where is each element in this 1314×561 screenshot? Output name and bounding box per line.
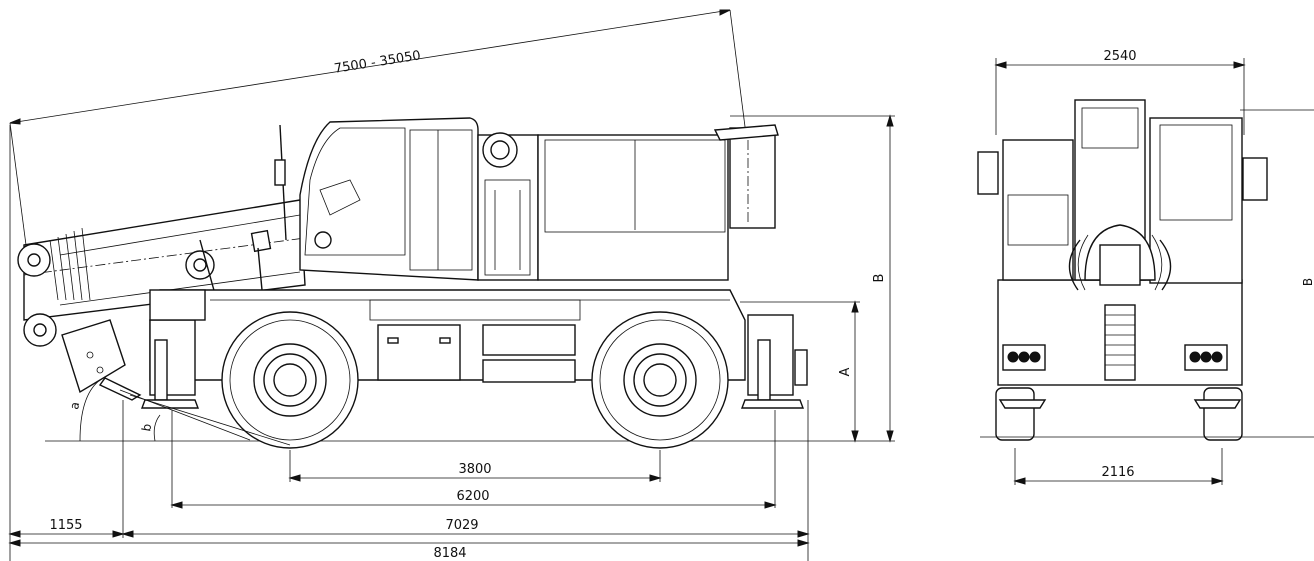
wheelbase-label: 3800 <box>458 462 491 477</box>
track-width-label: 2116 <box>1101 465 1134 480</box>
right-headlights <box>1184 344 1228 371</box>
boom-length-label: 7500 - 35050 <box>333 48 422 76</box>
left-tire <box>995 387 1035 441</box>
front-view: 2540 <box>977 49 1314 485</box>
front-height-dimension: B <box>1240 109 1314 286</box>
side-view: 7500 - 35050 <box>8 9 895 561</box>
front-overhang-label: 1155 <box>49 518 82 533</box>
front-wheel <box>221 311 359 449</box>
front-outrigger <box>140 289 206 409</box>
operator-cab <box>274 117 479 281</box>
approach-angle-label: a <box>67 401 82 411</box>
departure-angle-label: b <box>139 423 154 433</box>
engine-compartment <box>477 124 779 281</box>
body-length-label: 7029 <box>445 518 478 533</box>
right-tire <box>1203 387 1243 441</box>
front-cab <box>1002 139 1074 281</box>
height-a-label: A <box>838 367 853 376</box>
overall-length-label: 8184 <box>433 546 466 561</box>
height-dimensions: B A <box>730 114 895 443</box>
outrigger-span-label: 6200 <box>456 489 489 504</box>
right-mirror <box>1242 157 1268 201</box>
front-engine-housing <box>1149 117 1243 284</box>
front-boom-head <box>1068 224 1172 381</box>
length-dimensions: 3800 6200 1155 7029 8184 <box>8 125 810 561</box>
front-height-label: B <box>1301 278 1314 286</box>
overall-width-dimension: 2540 <box>994 49 1246 135</box>
height-b-label: B <box>872 274 887 283</box>
left-headlights <box>1002 344 1046 371</box>
rear-wheel <box>591 311 729 449</box>
left-mirror <box>977 151 999 195</box>
track-width-dimension: 2116 <box>1013 448 1224 485</box>
rear-outrigger <box>740 314 808 409</box>
overall-width-label: 2540 <box>1103 49 1136 64</box>
